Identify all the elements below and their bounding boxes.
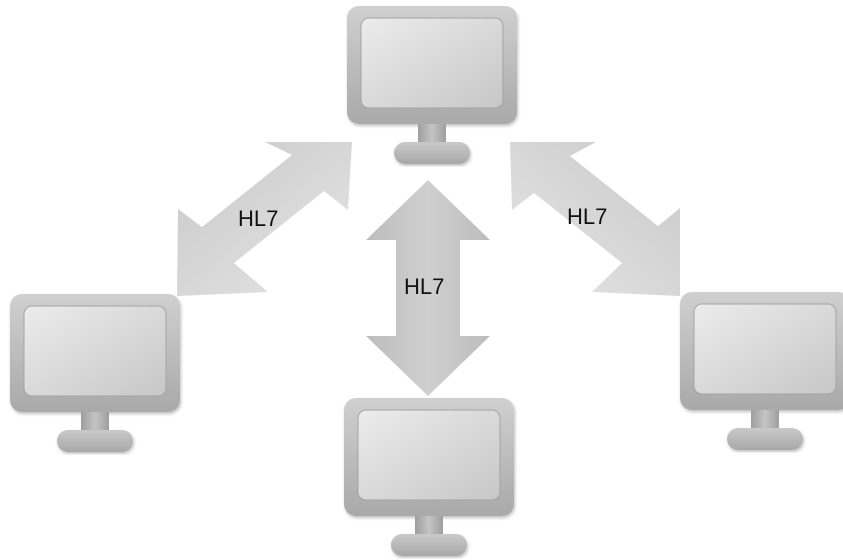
- connection-arrow-right: [510, 142, 680, 296]
- monitor-left: [10, 294, 180, 452]
- monitor-right: [680, 292, 843, 450]
- connection-label-center: HL7: [404, 274, 444, 299]
- connection-arrow-center: [366, 180, 490, 396]
- monitor-top: [347, 6, 517, 164]
- connection-label-left: HL7: [238, 206, 278, 231]
- connection-label-right: HL7: [567, 204, 607, 229]
- connection-arrow-left: [177, 142, 352, 296]
- monitor-bottom: [344, 398, 514, 556]
